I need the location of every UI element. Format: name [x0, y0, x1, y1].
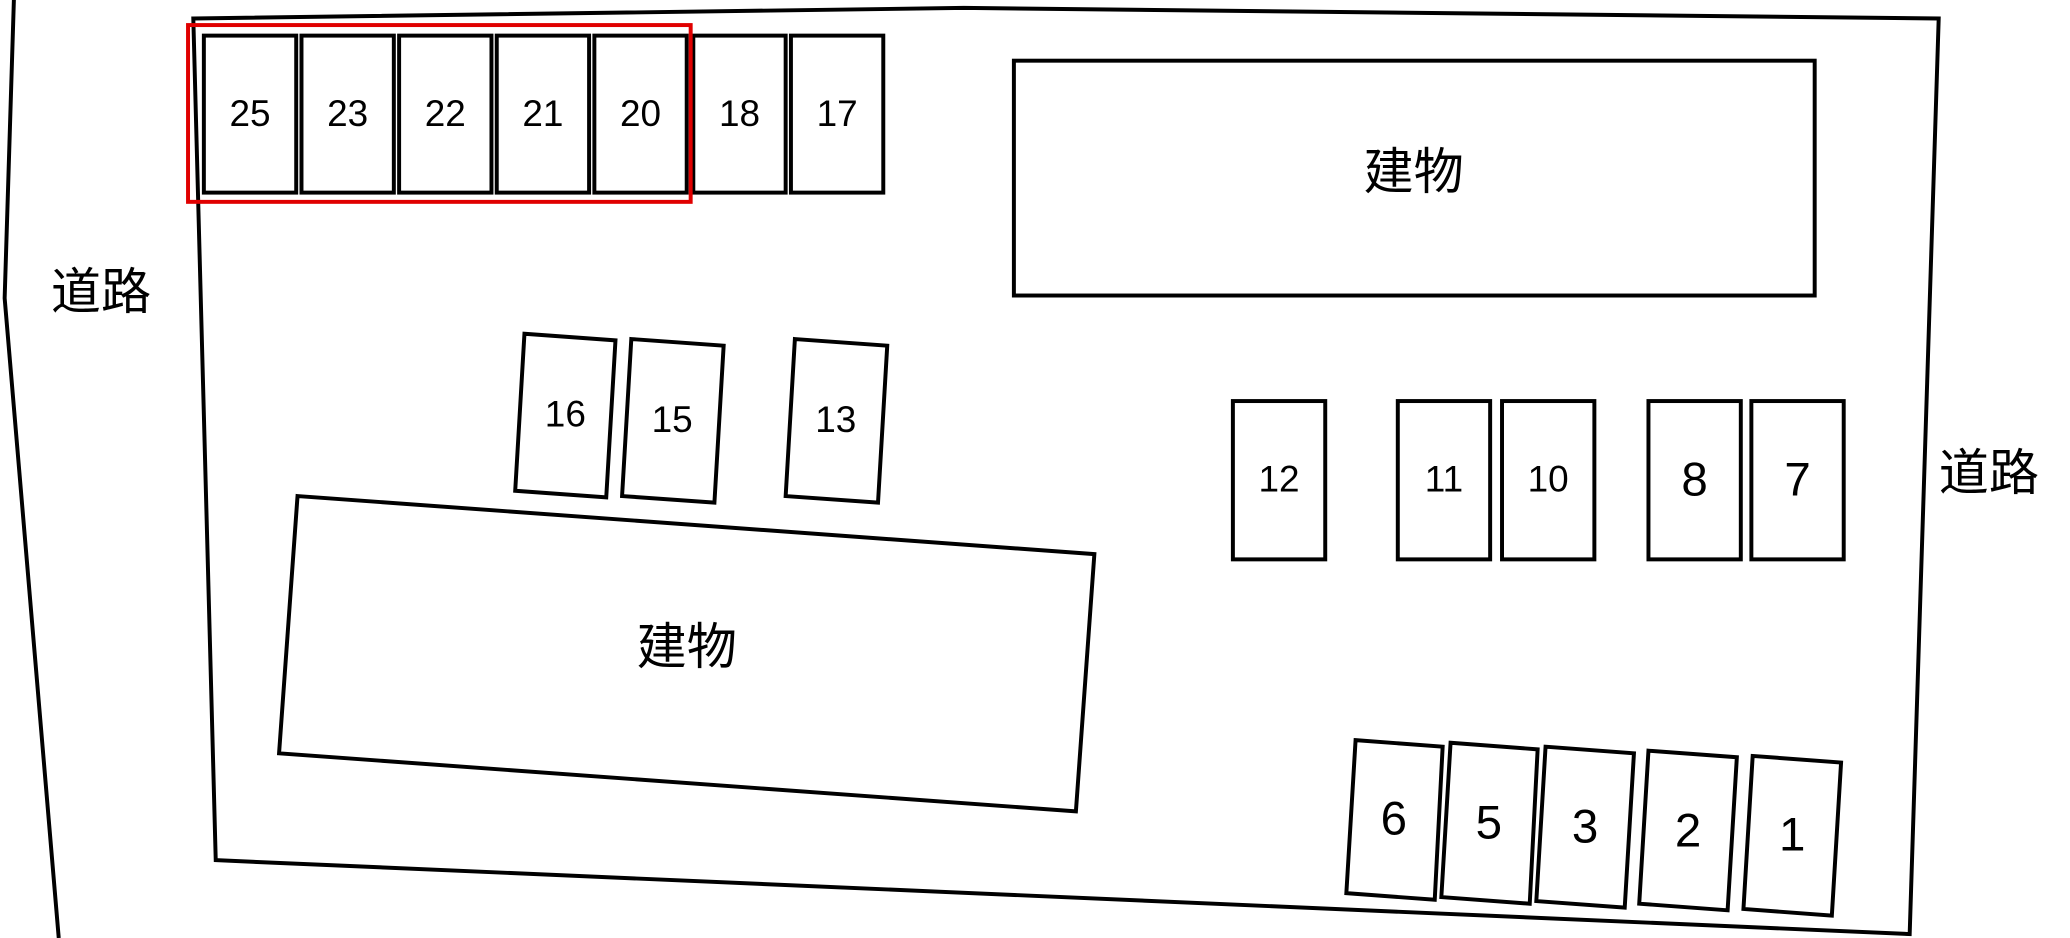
svg-text:1: 1: [1779, 808, 1805, 861]
slot-21[interactable]: 21: [494, 33, 592, 195]
slot-7[interactable]: 7: [1749, 399, 1846, 562]
slot-10[interactable]: 10: [1500, 399, 1597, 562]
svg-text:12: 12: [1259, 458, 1300, 499]
slot-1[interactable]: 1: [1741, 753, 1844, 918]
slot-8[interactable]: 8: [1646, 399, 1743, 562]
slot-12[interactable]: 12: [1230, 399, 1328, 562]
highlight-box: [186, 23, 693, 204]
building-bottom-left: 建物: [276, 493, 1097, 814]
svg-text:11: 11: [1425, 458, 1463, 499]
slot-15[interactable]: 15: [619, 336, 726, 505]
svg-text:16: 16: [545, 394, 586, 435]
svg-text:13: 13: [815, 399, 856, 440]
svg-text:15: 15: [652, 399, 693, 440]
svg-text:10: 10: [1528, 458, 1569, 499]
svg-text:2: 2: [1675, 804, 1701, 857]
road-label-left: 道路: [51, 262, 151, 321]
road-label-right: 道路: [1939, 443, 2039, 502]
slot-22[interactable]: 22: [397, 33, 494, 195]
slot-13[interactable]: 13: [783, 336, 890, 505]
svg-text:25: 25: [229, 93, 270, 134]
svg-text:20: 20: [620, 93, 661, 134]
building-top-right: 建物: [1011, 58, 1817, 298]
svg-text:8: 8: [1681, 453, 1707, 506]
svg-text:5: 5: [1476, 796, 1502, 849]
svg-text:建物: 建物: [637, 617, 737, 676]
slot-5[interactable]: 5: [1439, 740, 1540, 906]
slot-2[interactable]: 2: [1637, 748, 1739, 913]
svg-text:22: 22: [425, 93, 466, 134]
svg-text:21: 21: [522, 93, 563, 134]
slot-11[interactable]: 11: [1395, 399, 1493, 562]
slot-18[interactable]: 18: [691, 33, 788, 195]
slot-25[interactable]: 25: [201, 33, 299, 195]
svg-text:17: 17: [817, 93, 858, 134]
svg-text:6: 6: [1381, 792, 1407, 845]
slot-23[interactable]: 23: [299, 33, 396, 195]
slot-16[interactable]: 16: [513, 331, 618, 500]
svg-text:建物: 建物: [1364, 142, 1464, 201]
svg-text:18: 18: [719, 93, 760, 134]
lot-boundary: [191, 5, 1941, 937]
slot-20[interactable]: 20: [592, 33, 689, 195]
slot-17[interactable]: 17: [788, 33, 886, 195]
left-road-edge: [2, 0, 61, 938]
svg-text:7: 7: [1784, 453, 1810, 506]
svg-text:3: 3: [1572, 800, 1598, 853]
slot-3[interactable]: 3: [1534, 744, 1637, 910]
svg-text:23: 23: [327, 93, 368, 134]
slot-6[interactable]: 6: [1344, 737, 1445, 902]
